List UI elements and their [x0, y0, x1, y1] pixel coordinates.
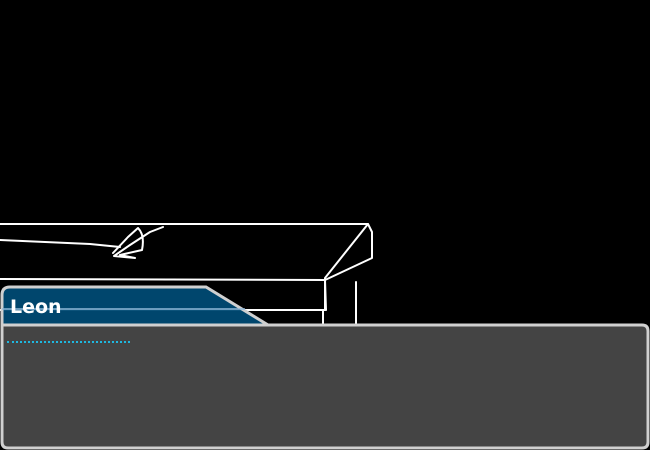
speaker-name: Leon [10, 296, 62, 318]
name-tab [0, 285, 274, 327]
text-progress-indicator [7, 341, 130, 343]
text-panel [0, 323, 650, 450]
